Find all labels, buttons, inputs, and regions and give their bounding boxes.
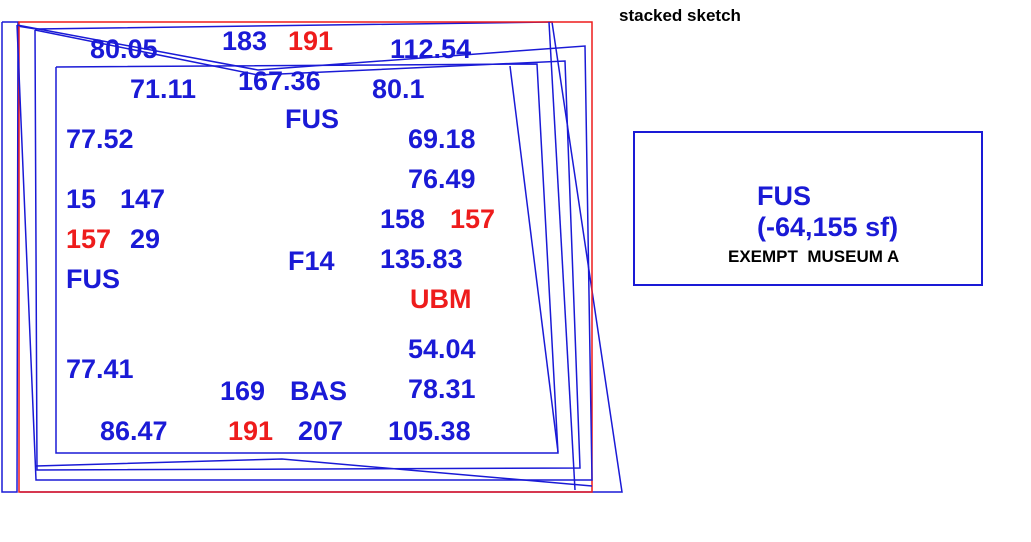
- polygon-4: [35, 458, 593, 487]
- dim-label: 69.18: [408, 124, 476, 154]
- dim-label: 105.38: [388, 416, 471, 446]
- dim-label: 147: [120, 184, 165, 214]
- dim-label: 15: [66, 184, 96, 214]
- dim-label: 76.49: [408, 164, 476, 194]
- area-code-label-red: UBM: [410, 284, 472, 314]
- area-code-label: FUS: [285, 104, 339, 134]
- dim-label: 71.11: [130, 74, 196, 104]
- polygon-6: [548, 21, 576, 491]
- legend-area: (-64,155 sf): [757, 212, 898, 242]
- dim-label-red: 157: [450, 204, 495, 234]
- dim-label: 77.52: [66, 124, 134, 154]
- dim-label: 80.1: [372, 74, 425, 104]
- dim-label: 80.05: [90, 34, 158, 64]
- dim-label-red: 191: [228, 416, 273, 446]
- dim-label: 158: [380, 204, 425, 234]
- dim-label: 169: [220, 376, 265, 406]
- dim-label-red: 191: [288, 26, 333, 56]
- dim-label-red: 157: [66, 224, 111, 254]
- outline-outer: [1, 21, 19, 493]
- legend-code: FUS: [757, 181, 811, 211]
- polygon-2: [34, 29, 581, 471]
- dim-label: 135.83: [380, 244, 463, 274]
- dim-label: 112.54: [390, 34, 471, 64]
- sketch-title: stacked sketch: [619, 6, 741, 25]
- dim-label: 183: [222, 26, 267, 56]
- dim-label: 29: [130, 224, 160, 254]
- area-code-label: FUS: [66, 264, 120, 294]
- dim-label: 207: [298, 416, 343, 446]
- polygon-3: [55, 63, 559, 454]
- area-code-label: BAS: [290, 376, 347, 406]
- dim-label: 78.31: [408, 374, 476, 404]
- dim-label: 54.04: [408, 334, 476, 364]
- polygon-5: [509, 65, 559, 453]
- legend-box: [633, 131, 983, 286]
- legend-description: EXEMPT MUSEUM A: [728, 247, 899, 266]
- dim-label: 86.47: [100, 416, 168, 446]
- red-frame: [18, 21, 593, 493]
- dim-label: 77.41: [66, 354, 134, 384]
- floor-label: F14: [288, 246, 335, 276]
- polygon-1: [16, 24, 593, 481]
- dim-label: 167.36: [238, 66, 321, 96]
